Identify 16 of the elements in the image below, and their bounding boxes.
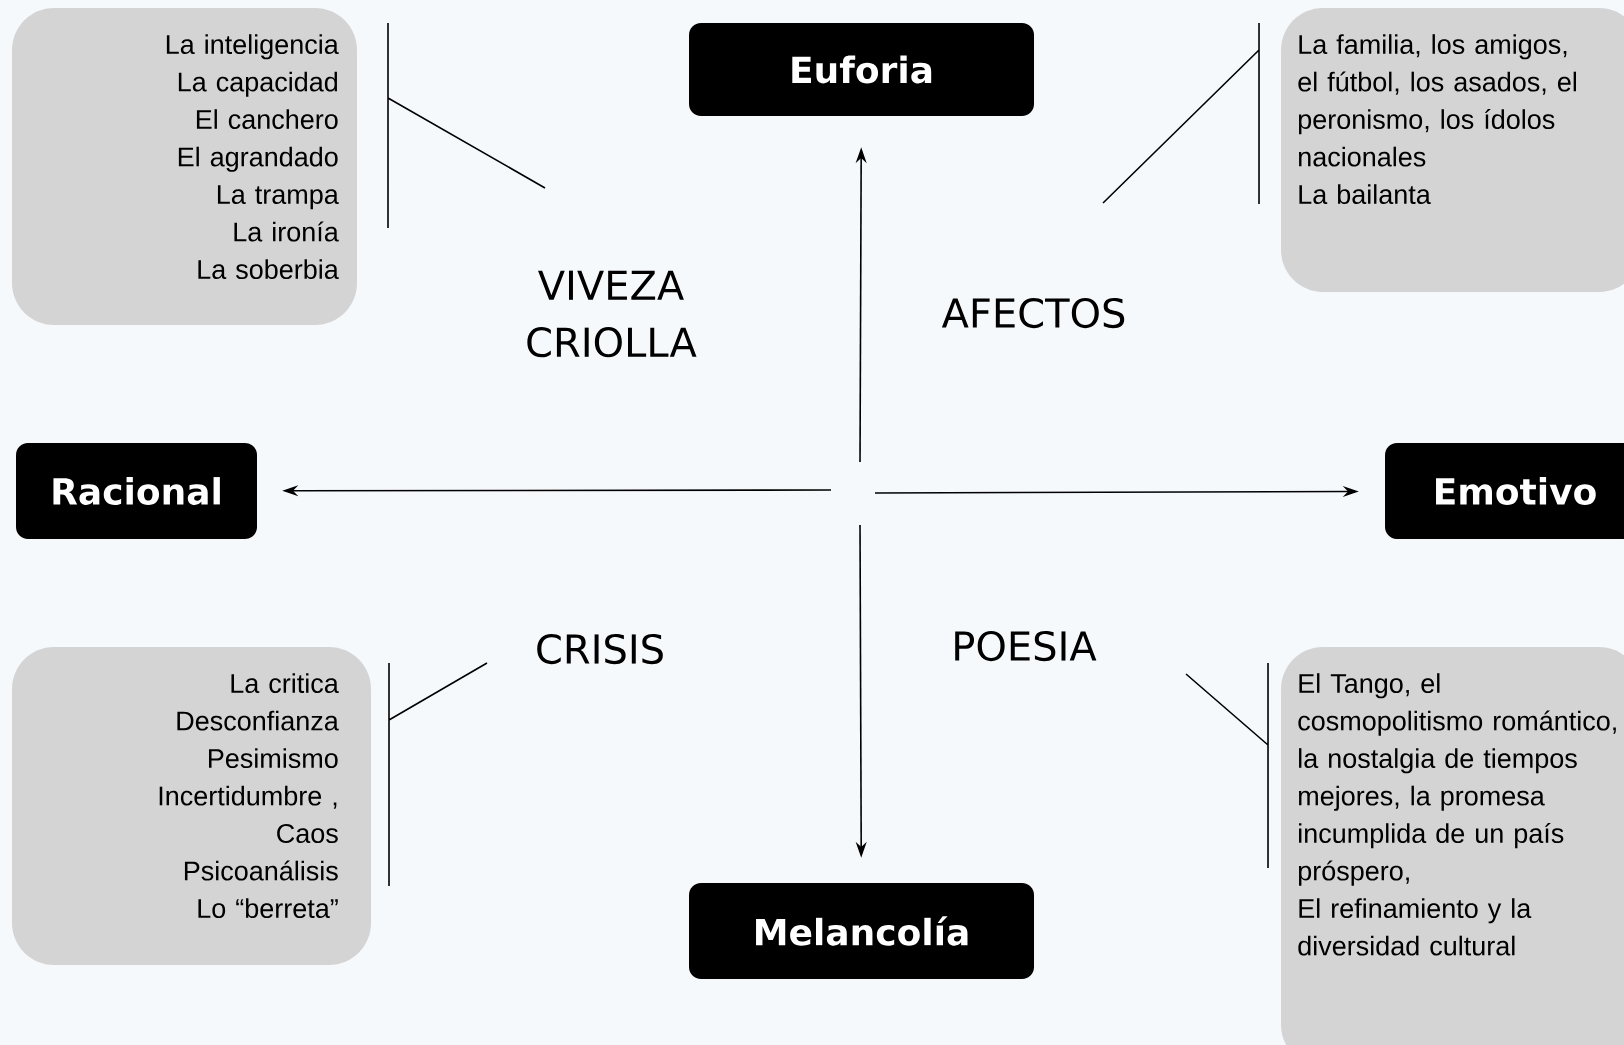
list-box: El Tango, el cosmopolitismo romántico, la nostalgia de tiempos mejores, la promesa incumplida de un país próspero, El refinamiento y la diversidad cultural: [1281, 647, 1624, 1045]
list-box: La inteligencia La capacidad El canchero El agrandado La trampa La ironía La soberbia: [12, 8, 357, 325]
quadrant-label: POESIA: [955, 630, 1097, 662]
leader-line: [1102, 22, 1260, 205]
title-box: Emotivo: [1385, 443, 1624, 539]
quadrant-label: AFECTOS: [941, 297, 1125, 329]
title-box: Racional: [16, 443, 257, 539]
list-box: La familia, los amigos, el fútbol, los asados, el peronismo, los ídolos nacionales La bailanta: [1281, 8, 1624, 292]
title-box: Melancolía: [689, 883, 1034, 979]
list-box: La critica Desconfianza Pesimismo Incertidumbre , Caos Psicoanálisis Lo “berreta”: [12, 647, 371, 965]
leader-line: [387, 22, 546, 229]
quadrant-label: CRISIS: [537, 633, 663, 665]
quadrant-label: VIVEZA CRIOLLA: [527, 270, 697, 358]
title-box: Euforia: [689, 23, 1034, 116]
leader-line: [1185, 662, 1269, 869]
leader-line: [388, 662, 488, 887]
